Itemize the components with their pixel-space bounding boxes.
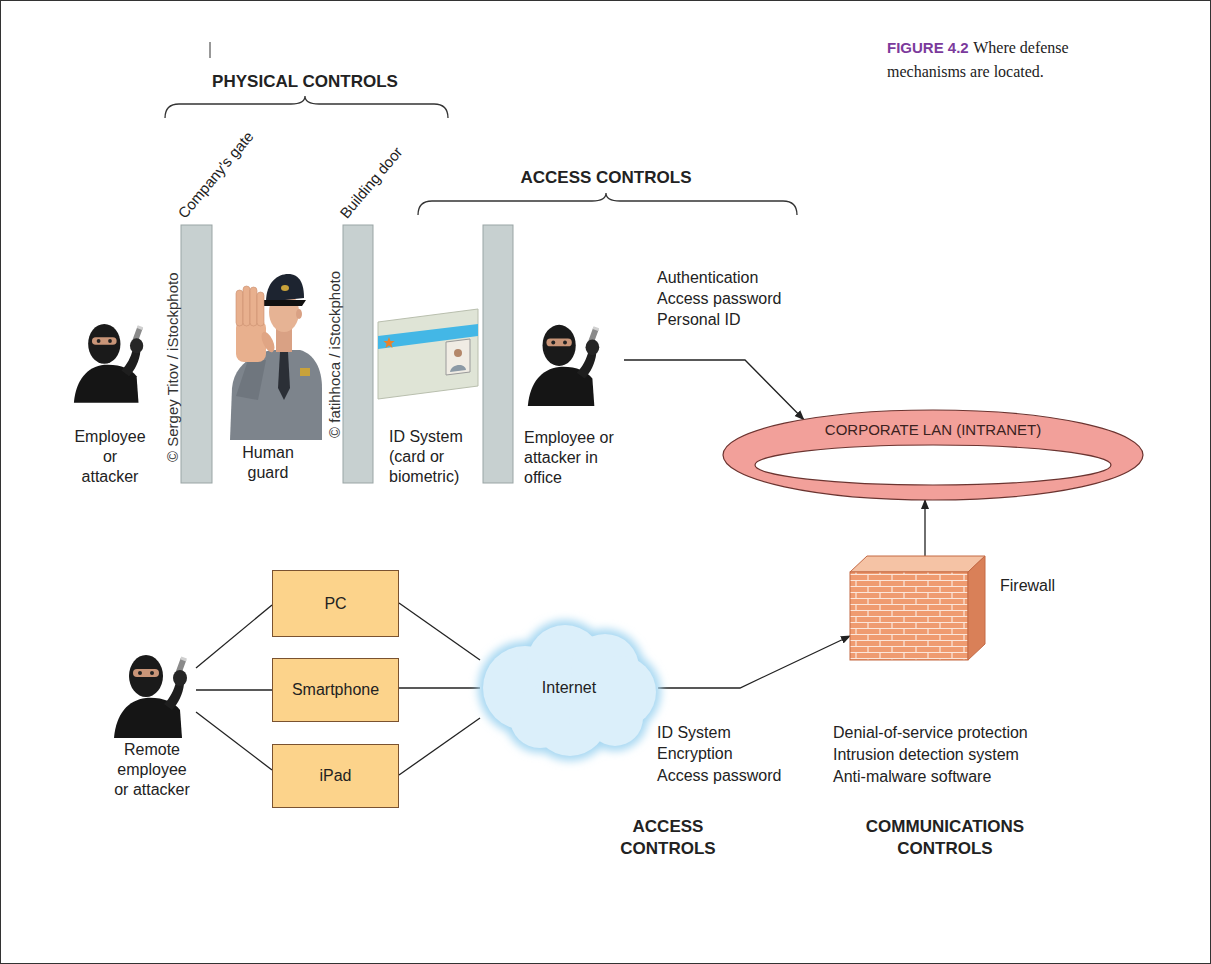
node-text: Employee or attacker in office	[524, 428, 624, 488]
guard-figure	[281, 285, 289, 291]
attacker-figure	[528, 325, 599, 406]
internet-cloud-shape	[587, 690, 643, 746]
internet-cloud: Internet	[480, 618, 658, 758]
section-heading: ACCESS CONTROLS	[618, 816, 718, 860]
connector	[399, 687, 480, 688]
photo-credit: © fatihhoca / iStockphoto	[327, 271, 342, 438]
barrier-label: Company's gate	[174, 128, 257, 222]
connector	[924, 500, 925, 556]
control-item: Denial-of-service protection	[833, 723, 1028, 743]
remote-person: Remote employee or attacker	[108, 645, 196, 804]
control-item: Intrusion detection system	[833, 745, 1019, 765]
section-heading: ACCESS CONTROLS	[521, 168, 692, 188]
cursor-mark	[210, 42, 211, 58]
figure-caption: ID System (card or biometric)	[389, 427, 471, 487]
guard-figure	[278, 352, 290, 400]
guard-figure	[236, 320, 266, 362]
attacker-figure	[114, 655, 187, 738]
control-item: Personal ID	[657, 310, 741, 330]
barrier-wall	[181, 225, 212, 483]
device-box: iPad	[272, 744, 399, 808]
guard-figure	[259, 330, 277, 354]
id-card	[378, 309, 478, 399]
id-card	[450, 365, 466, 372]
connector	[624, 360, 804, 420]
id-card	[446, 339, 470, 375]
control-item: ID System	[657, 723, 731, 743]
guard-figure	[266, 274, 304, 302]
firewall-shape	[850, 556, 985, 572]
node-text: Smartphone	[292, 680, 379, 700]
id-card	[383, 337, 394, 348]
barrier-wall	[483, 225, 513, 483]
section-heading: COMMUNICATIONS CONTROLS	[855, 816, 1035, 860]
device-box: PC	[272, 570, 399, 637]
node-text: Remote employee or attacker	[112, 740, 192, 800]
connector	[196, 689, 272, 690]
firewall-shape	[850, 556, 985, 660]
lan-ring-shape	[755, 445, 1111, 485]
guard-figure	[236, 360, 266, 400]
guard-figure	[296, 309, 302, 319]
guard-figure	[262, 300, 306, 306]
lan-ring-shape	[723, 410, 1143, 500]
node-text: Internet	[542, 678, 596, 698]
control-item: Access password	[657, 766, 782, 786]
guard-figure	[230, 350, 322, 440]
guard-figure	[250, 287, 257, 326]
barrier-wall	[181, 225, 513, 483]
brace	[418, 193, 797, 215]
section-heading: PHYSICAL CONTROLS	[212, 72, 398, 92]
firewall-shape	[850, 572, 968, 660]
control-item: Encryption	[657, 744, 733, 764]
attacker-figure	[74, 324, 143, 403]
connector	[658, 636, 850, 688]
figure-caption: FIGURE 4.2Where defense mechanisms are l…	[887, 36, 1102, 84]
connector	[399, 603, 480, 660]
connector	[196, 605, 272, 668]
guard-figure	[230, 274, 322, 440]
office-person: Employee or attacker in office	[520, 318, 624, 492]
guard-figure	[300, 368, 310, 376]
firewall: Firewall	[850, 556, 985, 660]
guard-figure	[236, 290, 243, 326]
brace	[165, 96, 448, 118]
node-text: Firewall	[1000, 576, 1055, 596]
control-item: Authentication	[657, 268, 758, 288]
figure-caption: Employee or attacker	[74, 427, 147, 487]
connector	[196, 712, 272, 770]
lan-ring: CORPORATE LAN (INTRANET)	[722, 409, 1144, 501]
node-text: CORPORATE LAN (INTRANET)	[722, 421, 1144, 439]
internet-cloud-shape	[510, 688, 570, 748]
photo-credit: © Sergey Titov / iStockphoto	[165, 273, 180, 462]
connector	[399, 718, 480, 775]
id-card	[454, 349, 462, 357]
figure-caption: Human guard	[238, 443, 298, 483]
barrier-wall	[343, 225, 373, 483]
control-item: Access password	[657, 289, 782, 309]
guard-figure	[243, 286, 250, 326]
device-box: Smartphone	[272, 658, 399, 722]
control-item: Anti-malware software	[833, 767, 991, 787]
internet-cloud-shape	[478, 620, 661, 761]
node-text: iPad	[319, 766, 351, 786]
figure-number: FIGURE 4.2	[887, 39, 969, 56]
id-card	[378, 309, 478, 399]
node-text: PC	[324, 594, 346, 614]
barrier-label: Building door	[336, 143, 406, 222]
internet-cloud-shape	[483, 625, 656, 756]
firewall-shape	[968, 556, 985, 660]
guard-figure	[257, 292, 264, 326]
